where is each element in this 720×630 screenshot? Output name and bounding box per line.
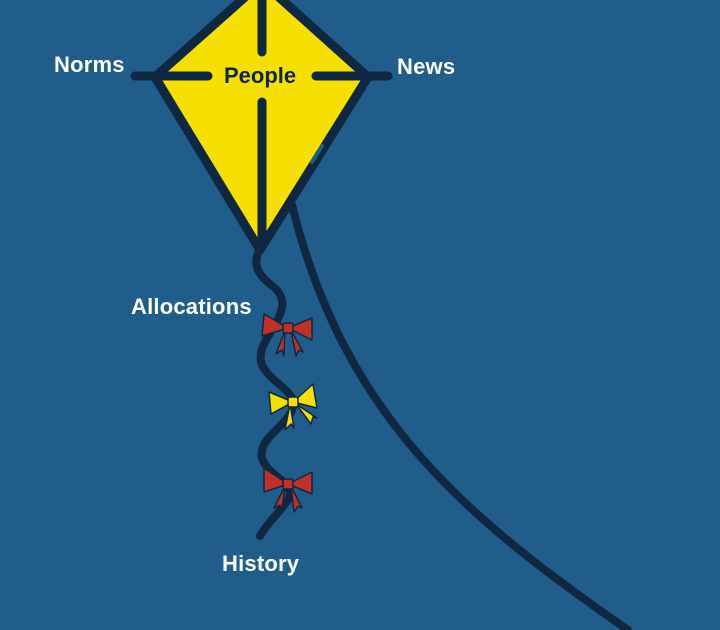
label-people: People [224,63,297,88]
label-history: History [222,551,300,576]
bow-red-bottom [263,467,313,513]
kite-edge-gap [310,144,324,164]
kite-tail [252,244,298,540]
label-news: News [397,54,456,79]
kite-string [288,201,632,630]
label-norms: Norms [54,52,125,77]
bow-yellow-middle [268,383,318,431]
bow-red-top [261,313,313,357]
label-allocations: Allocations [131,294,252,319]
